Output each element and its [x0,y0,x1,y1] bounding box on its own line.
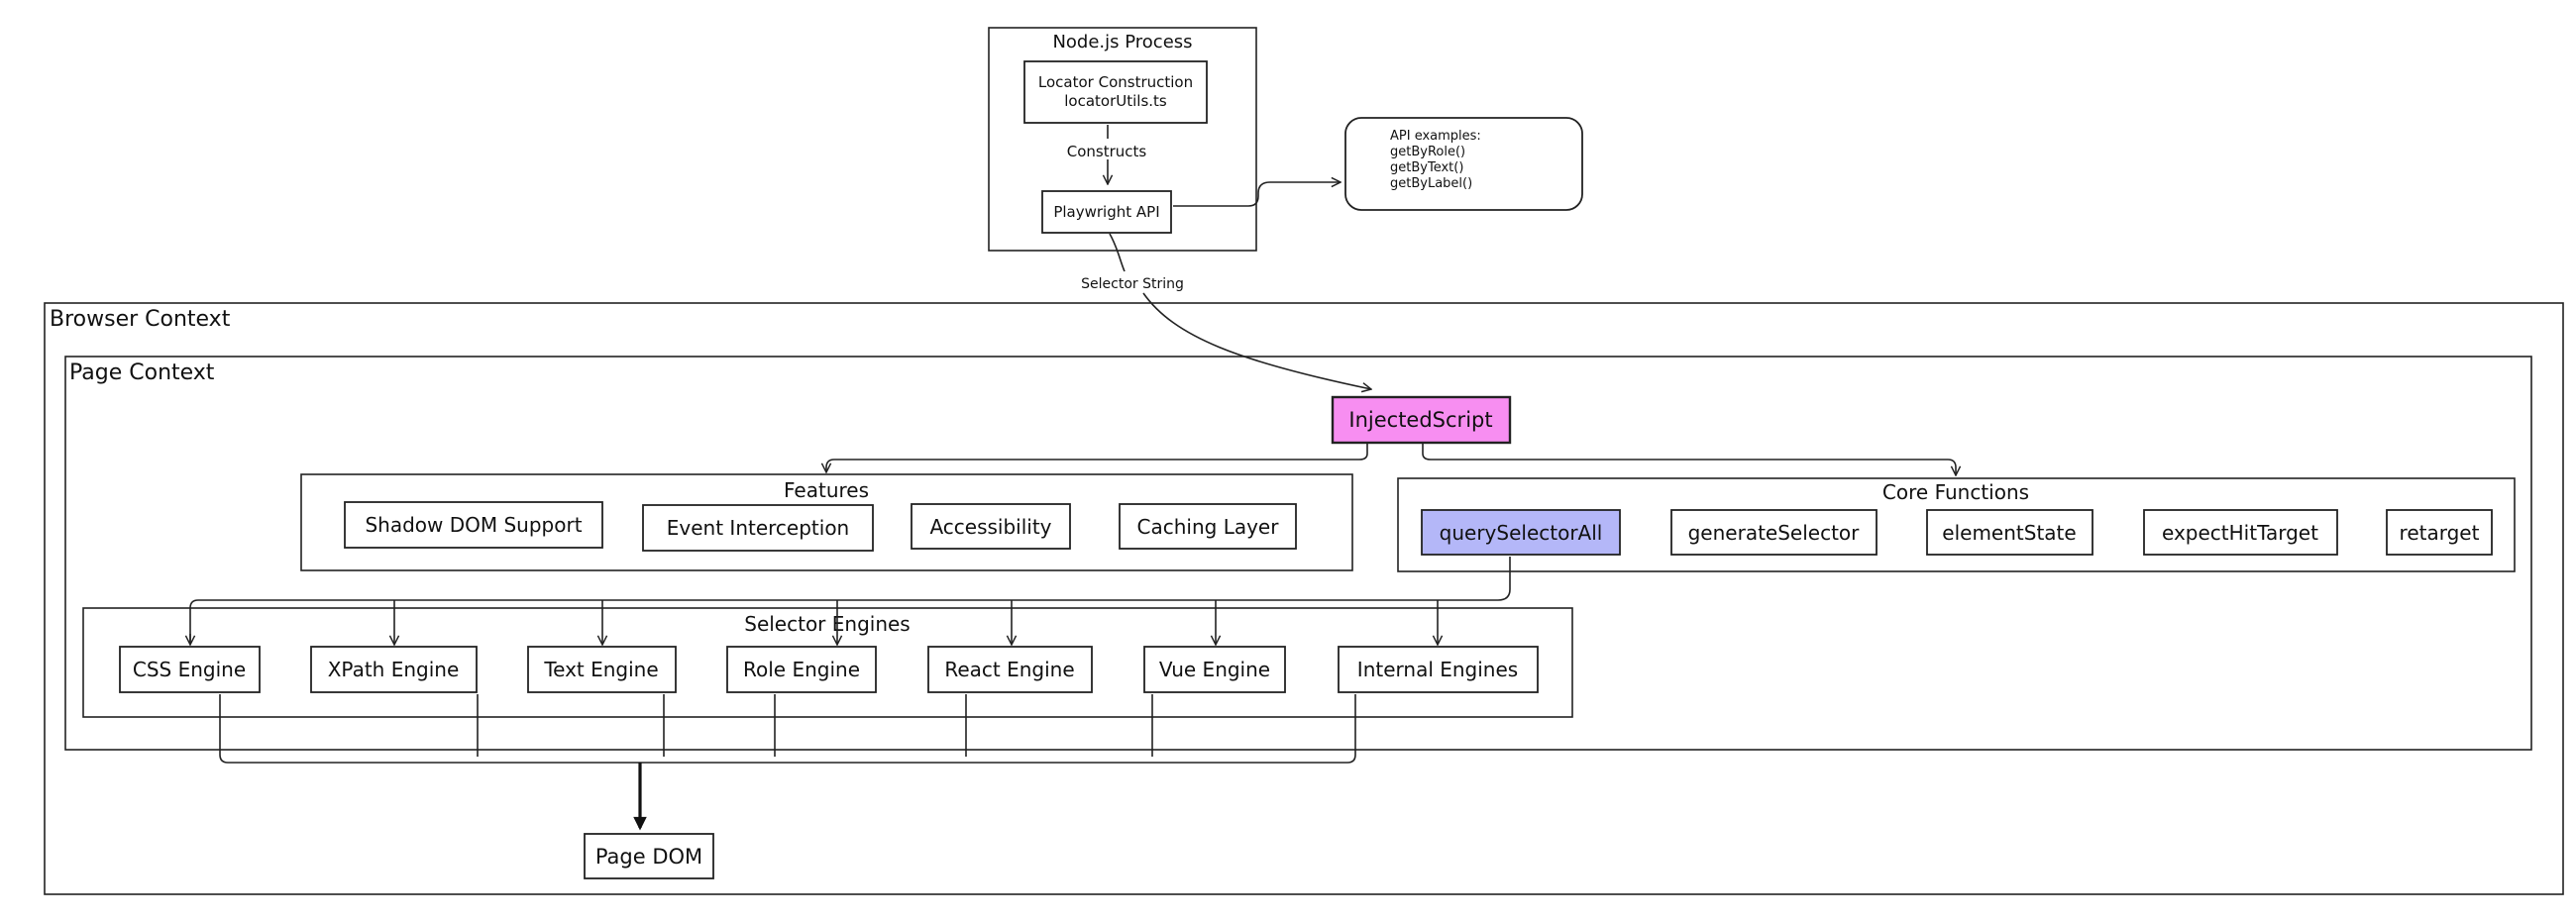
retarget-node [2386,509,2493,556]
shadow-dom-support-node [344,501,603,549]
role-engine-node [726,646,877,693]
edge-playwright-api-to-injected-script [1109,233,1371,389]
expect-hit-target-node [2143,509,2338,556]
nodejs-process-label: Node.js Process [1052,32,1192,52]
accessibility-node [911,503,1071,550]
page-context-label: Page Context [69,360,215,385]
element-state-node [1926,509,2093,556]
text-engine-node [527,646,677,693]
xpath-engine-node [310,646,478,693]
locator-construction-node [1023,60,1208,124]
api-examples-get-by-text: getByText() [1390,160,1463,175]
shadow-dom-support-label: Shadow DOM Support [365,513,582,537]
react-engine-node [927,646,1093,693]
event-interception-node [642,504,874,552]
playwright-api-label: Playwright API [1053,203,1159,221]
vue-engine-label: Vue Engine [1159,658,1270,681]
expect-hit-target-label: expectHitTarget [2162,521,2318,545]
browser-context-label: Browser Context [50,307,231,332]
internal-engines-label: Internal Engines [1357,658,1518,681]
edge-injected-script-to-features [826,443,1368,472]
api-examples-note [1344,117,1583,211]
locator-construction-line1: Locator Construction [1038,73,1193,91]
page-dom-label: Page DOM [595,845,702,869]
edge-injected-script-to-core-functions [1422,443,1956,475]
vue-engine-node [1143,646,1286,693]
css-engine-label: CSS Engine [133,658,246,681]
retarget-label: retarget [2400,521,2480,545]
page-context-frame [64,356,2532,751]
nodejs-process-frame [988,27,1257,252]
edge-label-selector-string: Selector String [1081,276,1184,292]
features-label: Features [784,478,869,502]
injected-script-node [1331,395,1512,445]
query-selector-all-label: querySelectorAll [1440,521,1603,545]
core-functions-frame [1397,477,2516,572]
edge-query-selector-all-to-engines [189,557,1511,644]
features-frame [300,473,1353,571]
generate-selector-node [1670,509,1878,556]
selector-engines-label: Selector Engines [744,612,910,636]
event-interception-label: Event Interception [667,516,849,540]
api-examples-get-by-role: getByRole() [1390,145,1465,159]
element-state-label: elementState [1942,521,2076,545]
edge-engines-to-page-dom [219,694,1356,764]
query-selector-all-node [1421,509,1621,556]
caching-layer-label: Caching Layer [1137,515,1280,539]
react-engine-label: React Engine [944,658,1074,681]
role-engine-label: Role Engine [743,658,860,681]
xpath-engine-label: XPath Engine [328,658,460,681]
core-functions-label: Core Functions [1882,480,2029,504]
edge-label-constructs: Constructs [1067,143,1147,160]
selector-engines-frame [82,607,1573,718]
caching-layer-node [1119,503,1297,550]
injected-script-label: InjectedScript [1348,408,1492,432]
playwright-api-node [1041,190,1172,234]
browser-context-frame [44,302,2564,895]
api-examples-get-by-label: getByLabel() [1390,176,1472,191]
page-dom-node [584,833,714,879]
accessibility-label: Accessibility [929,515,1051,539]
edge-playwright-api-to-api-examples [1173,182,1341,207]
generate-selector-label: generateSelector [1688,521,1861,545]
api-examples-heading: API examples: [1390,129,1481,144]
internal-engines-node [1338,646,1539,693]
locator-construction-line2: locatorUtils.ts [1064,92,1167,110]
css-engine-node [119,646,261,693]
text-engine-label: Text Engine [543,658,658,681]
